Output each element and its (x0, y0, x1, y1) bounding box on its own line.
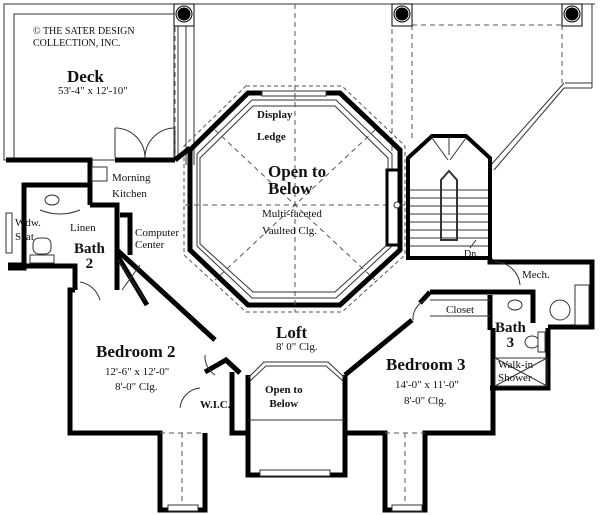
bedroom3-label: Bedroom 3 (386, 355, 466, 374)
walk-in-shower (494, 357, 548, 387)
octagon-walls (183, 85, 406, 313)
doors (79, 261, 521, 409)
deck-double-door (114, 127, 176, 159)
deck-dimensions: 53'-4" x 12'-10" (58, 85, 128, 97)
closet-label: Closet (446, 304, 475, 316)
linen-label: Linen (70, 222, 96, 234)
window-seat-label: Wdw.Seat (15, 217, 41, 243)
dashed-roof-lines (174, 4, 563, 170)
columns (173, 3, 583, 27)
bedroom2-dimensions: 12'-6" x 12'-0" (105, 366, 170, 378)
bedroom3-ceiling: 8'-0" Clg. (404, 395, 447, 407)
bedroom3-dimensions: 14'-0" x 11'-0" (395, 379, 459, 391)
bedroom2-ceiling: 8'-0" Clg. (115, 381, 158, 393)
wic-label: W.I.C. (200, 399, 231, 411)
multi-faceted-note: Multi-faceted (262, 208, 322, 220)
loft-ceiling: 8' 0" Clg. (276, 341, 318, 353)
roof-lines (185, 4, 593, 171)
bedroom2-label: Bedroom 2 (96, 342, 176, 361)
windows (5, 212, 423, 512)
copyright-symbol: © (33, 26, 41, 37)
stairs (385, 134, 492, 260)
mech-label: Mech. (522, 269, 550, 281)
fixtures (29, 166, 590, 353)
shelves (117, 259, 490, 317)
stairs-down-label: Dn. (464, 249, 479, 260)
copyright-notice: © THE SATER DESIGN COLLECTION, INC. (33, 26, 135, 49)
loft-label: Loft (276, 323, 308, 342)
dashed-bays (160, 432, 425, 505)
vault-lines (185, 93, 405, 312)
small-bay (247, 361, 346, 421)
deck-label: Deck (67, 67, 104, 86)
vaulted-ceiling-note: Vaulted Clg. (262, 225, 317, 237)
